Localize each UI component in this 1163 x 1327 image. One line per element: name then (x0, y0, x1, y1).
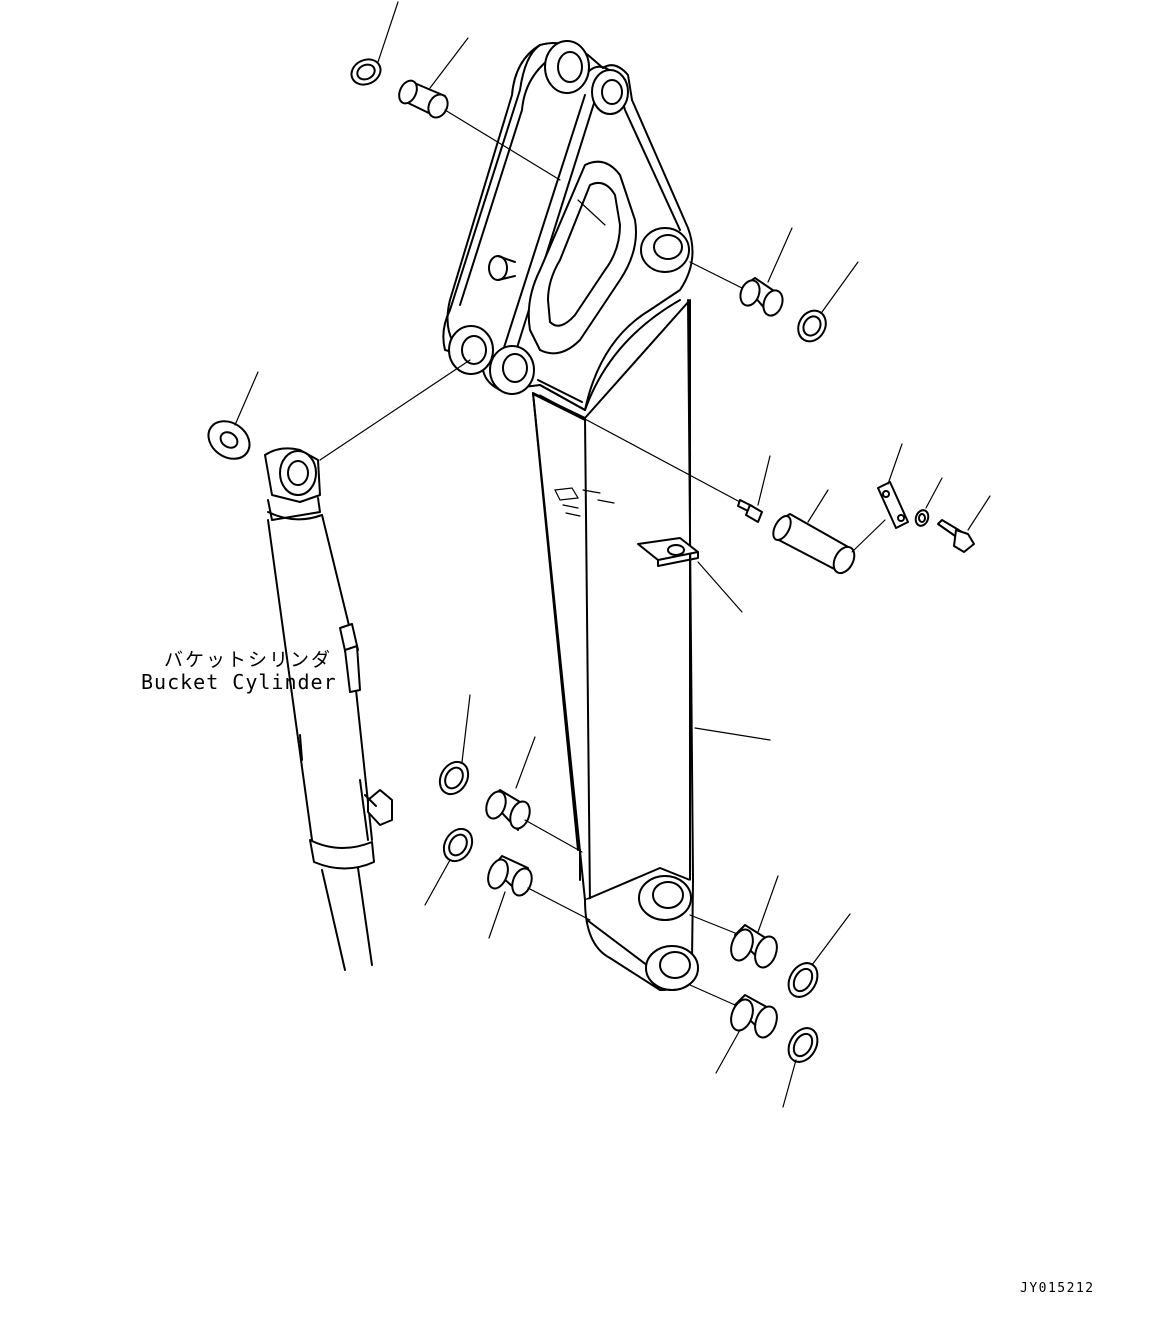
grease-fitting-icon (737, 455, 771, 523)
bushing-icon (715, 994, 778, 1074)
seal-ring-icon (350, 1, 399, 86)
bolt-icon (937, 495, 991, 553)
seal-ring-icon (424, 827, 474, 906)
bucket-cylinder-icon (207, 359, 471, 971)
bushing-icon (398, 37, 561, 181)
cylinder-label-japanese: バケットシリンダ (164, 649, 333, 671)
bushing-icon (485, 736, 583, 853)
seal-ring-icon (787, 913, 851, 998)
bushing-icon (689, 227, 793, 317)
seal-ring-icon (782, 1027, 819, 1108)
pin-icon (772, 489, 856, 575)
cylinder-label-english: Bucket Cylinder (141, 670, 337, 694)
drawing-code: JY015212 (1020, 1281, 1095, 1296)
arm-icon (442, 40, 699, 991)
seal-ring-icon (438, 694, 471, 796)
seal-ring-icon (797, 261, 859, 343)
lock-plate-icon (877, 443, 909, 529)
bushing-icon (730, 875, 779, 969)
shim-icon (637, 537, 743, 613)
washer-icon (914, 477, 943, 527)
bushing-icon (487, 855, 591, 939)
